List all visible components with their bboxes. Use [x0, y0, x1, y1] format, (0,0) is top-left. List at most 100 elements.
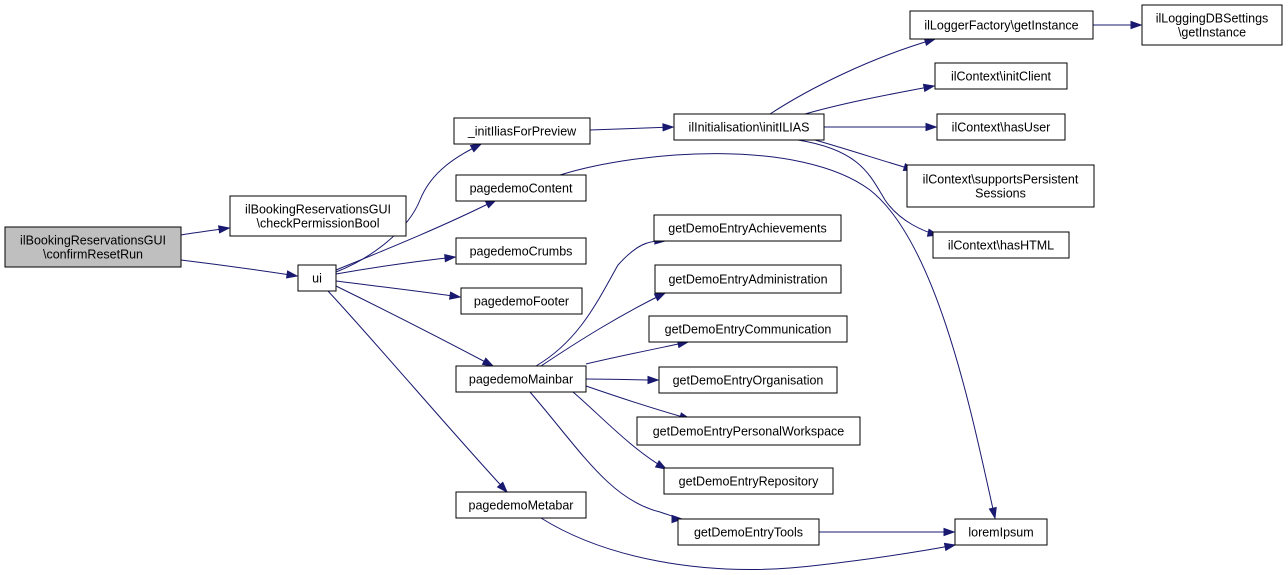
- edge-line: [585, 341, 689, 365]
- node-label: ilInitialisation\initILIAS: [689, 121, 810, 135]
- node-box: [658, 366, 838, 394]
- edge-init_ilias-to-ctx_hasuser: [824, 122, 938, 132]
- node-box: [4, 226, 182, 268]
- node-label: ui: [312, 272, 322, 286]
- edge-line: [585, 385, 691, 420]
- arrowhead-icon: [647, 375, 660, 385]
- node-ctx-initclient[interactable]: ilContext\initClient: [934, 62, 1068, 90]
- arrowhead-icon: [988, 506, 997, 520]
- node-box: [453, 117, 591, 145]
- edge-pd_mainbar-to-gde_org: [585, 375, 660, 385]
- node-ctx-hashtml[interactable]: ilContext\hasHTML: [932, 231, 1070, 259]
- arrowhead-icon: [286, 270, 299, 279]
- node-box: [1141, 4, 1283, 46]
- edge-line: [804, 85, 935, 115]
- edge-ui-to-pd_crumbs: [335, 253, 457, 275]
- node-box: [455, 491, 587, 519]
- node-gde-admin[interactable]: getDemoEntryAdministration: [654, 264, 842, 294]
- edge-pd_mainbar-to-gde_comm: [585, 340, 690, 365]
- node-label: \confirmResetRun: [43, 248, 143, 262]
- node-gde-repo[interactable]: getDemoEntryRepository: [663, 467, 834, 495]
- node-label: getDemoEntryOrganisation: [673, 374, 824, 388]
- node-label: getDemoEntryCommunication: [665, 323, 832, 337]
- edge-line: [327, 290, 508, 493]
- arrowhead-icon: [671, 514, 684, 524]
- edge-line: [335, 285, 494, 367]
- arrowhead-icon: [444, 253, 457, 263]
- arrowhead-icon: [943, 542, 957, 552]
- arrowhead-icon: [943, 527, 956, 537]
- node-box: [906, 164, 1095, 208]
- node-box: [654, 264, 842, 294]
- edge-line: [335, 256, 456, 275]
- node-box: [653, 214, 842, 242]
- arrowhead-icon: [922, 83, 936, 93]
- edge-line: [535, 240, 666, 367]
- edge-line: [540, 292, 666, 367]
- edge-line: [589, 126, 674, 131]
- node-pd-crumbs[interactable]: pagedemoCrumbs: [455, 237, 587, 265]
- edge-init_ilias-to-ctx_initclient: [804, 83, 936, 115]
- node-root[interactable]: ilBookingReservationsGUI\confirmResetRun: [4, 226, 182, 268]
- node-gde-personal[interactable]: getDemoEntryPersonalWorkspace: [636, 416, 861, 446]
- node-box: [677, 518, 820, 546]
- node-init-ilias[interactable]: ilInitialisation\initILIAS: [673, 113, 825, 141]
- edge-root-to-ui: [180, 259, 299, 279]
- arrowhead-icon: [218, 225, 231, 234]
- node-label: Sessions: [975, 187, 1026, 201]
- edge-line: [180, 259, 298, 277]
- arrowhead-icon: [469, 143, 483, 153]
- edge-pd_mainbar-to-gde_admin: [540, 292, 667, 367]
- node-gde-comm[interactable]: getDemoEntryCommunication: [648, 315, 848, 343]
- edge-line: [585, 378, 659, 381]
- edge-init_ilias-to-ctx_persist: [814, 139, 916, 172]
- node-gde-achieve[interactable]: getDemoEntryAchievements: [653, 214, 842, 242]
- edge-line: [540, 517, 956, 570]
- edge-pd_content-to-lorem: [559, 153, 997, 520]
- node-lorem[interactable]: loremIpsum: [954, 518, 1048, 546]
- node-box: [455, 365, 587, 393]
- node-gde-org[interactable]: getDemoEntryOrganisation: [658, 366, 838, 394]
- node-label: ilLoggingDBSettings: [1156, 12, 1269, 26]
- edge-ui-to-pd_metabar: [327, 290, 509, 494]
- node-logger-factory[interactable]: ilLoggerFactory\getInstance: [909, 10, 1094, 40]
- node-init-ilias-prev[interactable]: _initIliasForPreview: [453, 117, 591, 145]
- edge-line: [335, 199, 497, 271]
- node-pd-metabar[interactable]: pagedemoMetabar: [455, 491, 587, 519]
- node-box: [229, 195, 407, 237]
- node-label: \getInstance: [1178, 26, 1246, 40]
- node-pd-footer[interactable]: pagedemoFooter: [460, 287, 583, 315]
- node-label: ilBookingReservationsGUI: [20, 234, 166, 248]
- node-box: [932, 231, 1070, 259]
- node-box: [663, 467, 834, 495]
- arrowhead-icon: [1130, 20, 1143, 30]
- node-ctx-hasuser[interactable]: ilContext\hasUser: [936, 113, 1066, 141]
- edge-ui-to-pd_mainbar: [335, 285, 495, 367]
- node-label: pagedemoContent: [470, 182, 573, 196]
- node-layer: ilBookingReservationsGUI\confirmResetRun…: [4, 4, 1283, 546]
- edge-root-to-check_perm: [180, 225, 231, 236]
- node-check-perm[interactable]: ilBookingReservationsGUI\checkPermission…: [229, 195, 407, 237]
- arrowhead-icon: [653, 292, 667, 302]
- edge-gde_tools-to-lorem: [819, 527, 956, 537]
- edge-line: [335, 280, 461, 298]
- node-gde-tools[interactable]: getDemoEntryTools: [677, 518, 820, 546]
- node-box: [648, 315, 848, 343]
- node-label: getDemoEntryRepository: [679, 475, 819, 489]
- node-pd-content[interactable]: pagedemoContent: [455, 174, 587, 202]
- node-ui[interactable]: ui: [297, 264, 337, 292]
- node-label: ilLoggerFactory\getInstance: [924, 19, 1078, 33]
- node-logging-db[interactable]: ilLoggingDBSettings\getInstance: [1141, 4, 1283, 46]
- edge-line: [559, 153, 996, 519]
- node-box: [455, 174, 587, 202]
- node-pd-mainbar[interactable]: pagedemoMainbar: [455, 365, 587, 393]
- edge-init_ilias-to-logger_factory: [769, 37, 937, 115]
- node-label: _initIliasForPreview: [467, 125, 577, 139]
- node-label: pagedemoCrumbs: [470, 245, 573, 259]
- edge-line: [769, 38, 936, 115]
- edge-line: [335, 143, 482, 273]
- node-label: getDemoEntryPersonalWorkspace: [653, 425, 845, 439]
- edge-layer: [180, 20, 1143, 570]
- node-label: getDemoEntryAdministration: [668, 273, 827, 287]
